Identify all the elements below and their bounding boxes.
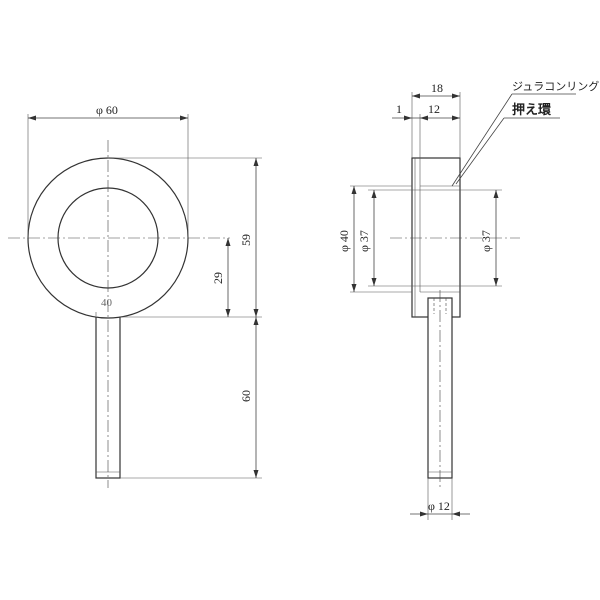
side-view: φ 40 φ 37 φ 37 18 1 12 ジュラコンリング [337,79,599,520]
side-outer-dia-label: φ 40 [337,230,351,252]
side-ring-width-label: 12 [428,102,440,116]
side-width-arrow-left [412,93,420,99]
leader-osae [455,117,505,185]
front-height-label: 59 [239,234,253,246]
side-step-label: 1 [396,102,402,116]
side-od-arrow-top [351,186,357,194]
side-inner-dia-label-right: φ 37 [479,230,493,252]
front-height-arrow-bottom [253,309,259,317]
side-id-arrow-top-right [493,190,499,198]
side-handle-arrow-left [420,511,428,517]
side-small-arrow-a [404,115,412,121]
front-center-height-label: 29 [211,272,225,284]
side-width-arrow-right [452,93,460,99]
front-view: φ 60 59 29 40 60 [8,103,262,488]
part-name-jurakon-ring: ジュラコンリング [512,79,599,93]
front-center-arrow-top [225,238,231,246]
front-dia-arrow-left [28,115,36,121]
leader-jurakon [451,93,513,187]
side-total-width-label: 18 [431,81,443,95]
side-od-arrow-bottom [351,284,357,292]
front-length-arrow-top [253,317,259,325]
front-handle-length-label: 60 [239,390,253,402]
side-body [411,157,461,318]
front-outer-dia-label: φ 60 [96,103,118,117]
front-length-arrow-bottom [253,470,259,478]
side-id-arrow-bottom-left [371,278,377,286]
side-handle [427,297,453,479]
front-dia-arrow-right [180,115,188,121]
side-handle-dia-label: φ 12 [428,499,450,513]
side-handle-arrow-right [452,511,460,517]
front-center-arrow-bottom [225,309,231,317]
side-small-arrow-c [452,115,460,121]
front-height-arrow-top [253,158,259,166]
side-id-arrow-bottom-right [493,278,499,286]
front-inner-mark: 40 [101,297,113,309]
side-id-arrow-top-left [371,190,377,198]
side-inner-dia-label-left: φ 37 [357,230,371,252]
side-small-arrow-b [420,115,428,121]
part-name-osae-ring: 押え環 [512,102,552,118]
